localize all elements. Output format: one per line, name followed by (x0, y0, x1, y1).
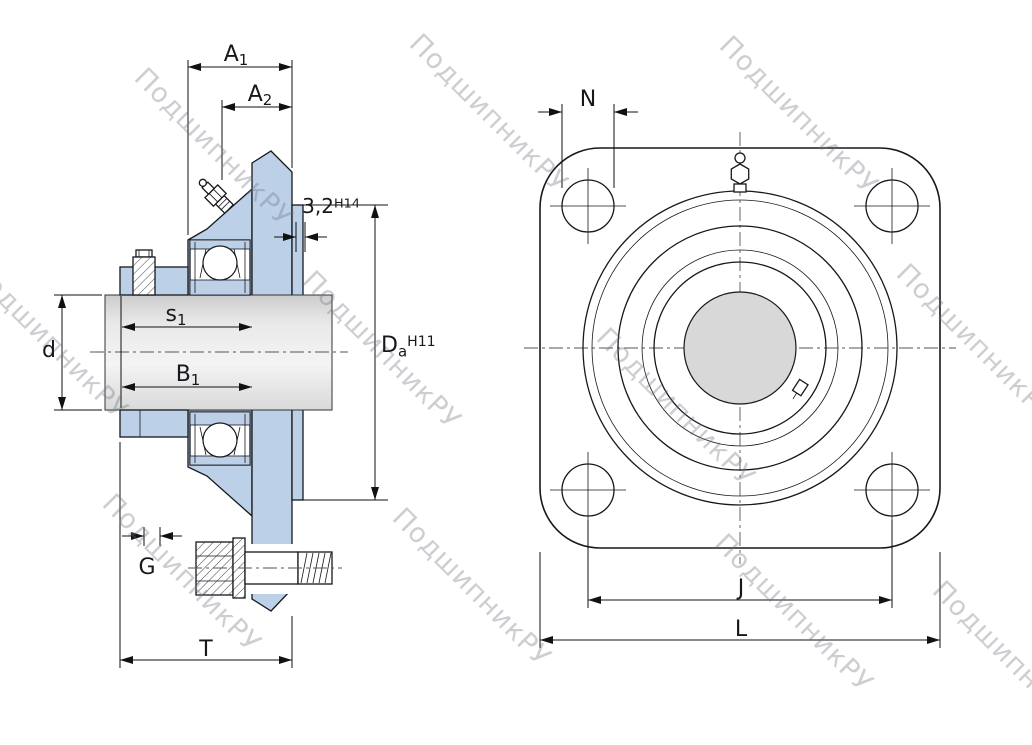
set-screw-front (791, 378, 809, 400)
bolt-hole-bottom-left (550, 452, 626, 528)
grease-nipple-front (730, 152, 750, 193)
bolt-hole-bottom-right (854, 452, 930, 528)
mounting-bolt (188, 537, 342, 599)
shaft (104, 294, 333, 411)
bolt-holes (550, 168, 930, 528)
section-view (54, 60, 388, 668)
housing-circles (582, 190, 898, 506)
bearing-lower (189, 411, 251, 466)
bolt-head (195, 541, 234, 596)
front-dimensions (538, 104, 941, 648)
grease-nipple (198, 178, 235, 215)
bearing-ball-bottom (202, 422, 238, 458)
bearing-upper (189, 239, 251, 296)
bolt-hole-top-right (854, 168, 930, 244)
bearing-ball-top (202, 245, 238, 281)
set-screw (132, 249, 156, 296)
bolt-hole-top-left (550, 168, 626, 244)
section-dimensions (54, 60, 388, 668)
shaft-bore (683, 291, 797, 405)
front-view (524, 104, 956, 648)
